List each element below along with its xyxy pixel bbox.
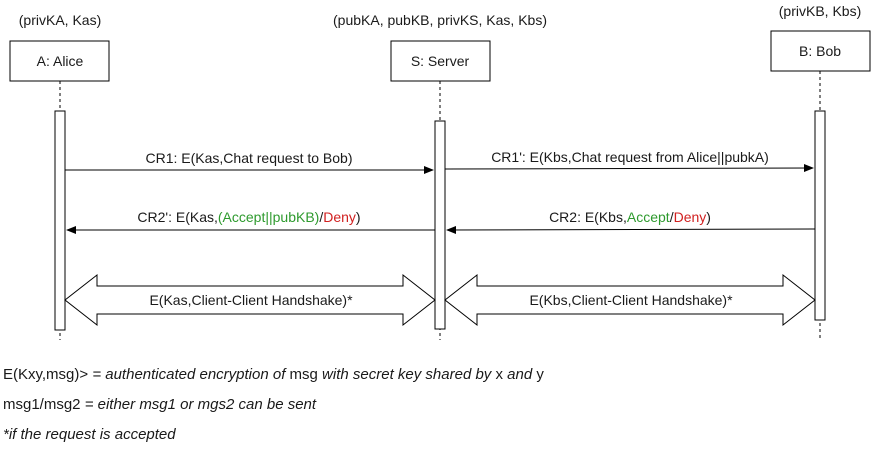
accept-text: Accept <box>627 209 670 225</box>
cr2-arrow <box>446 225 816 234</box>
bob-participant: B: Bob <box>770 30 871 72</box>
cr2-label: CR2: E(Kbs,Accept/Deny) <box>549 209 711 225</box>
alice-label: A: Alice <box>37 53 84 69</box>
server-participant: S: Server <box>390 40 491 82</box>
bob-label: B: Bob <box>799 43 841 59</box>
server-state: (pubKA, pubKB, privKS, Kas, Kbs) <box>333 12 547 28</box>
sequence-diagram: (privKA, Kas) (pubKA, pubKB, privKS, Kas… <box>9 3 871 340</box>
legend-term: E(Kxy,msg)> <box>3 366 89 383</box>
handshake-as-arrow <box>64 273 436 327</box>
alice-box <box>9 40 110 82</box>
handshake-sb-arrow <box>444 273 816 327</box>
deny-text: Deny <box>323 209 356 225</box>
cr1-prime-label: CR1': E(Kbs,Chat request from Alice||pub… <box>491 149 769 165</box>
legend-line-2: msg1/msg2 = either msg1 or mgs2 can be s… <box>3 396 317 413</box>
alice-state: (privKA, Kas) <box>19 12 101 28</box>
alice-participant: A: Alice <box>9 40 110 82</box>
server-activation <box>434 120 446 330</box>
alice-activation <box>54 110 66 331</box>
legend-line-3: *if the request is accepted <box>3 426 176 443</box>
cr1-prime-arrow <box>444 164 814 173</box>
bob-activation <box>814 110 826 321</box>
cr1-label: CR1: E(Kas,Chat request to Bob) <box>146 150 353 166</box>
legend-line-1: E(Kxy,msg)> = authenticated encryption o… <box>3 366 544 383</box>
handshake-as-label: E(Kas,Client-Client Handshake)* <box>149 292 353 308</box>
server-box <box>390 40 491 82</box>
server-label: S: Server <box>411 53 470 69</box>
bob-state: (privKB, Kbs) <box>779 3 861 19</box>
legend-term: msg1/msg2 <box>3 396 81 413</box>
deny-text: Deny <box>674 209 707 225</box>
accept-text: (Accept||pubKB) <box>218 209 319 225</box>
bob-box <box>770 30 871 72</box>
handshake-sb-label: E(Kbs,Client-Client Handshake)* <box>529 292 733 308</box>
cr2-prime-label: CR2': E(Kas,(Accept||pubKB)/Deny) <box>137 209 360 225</box>
